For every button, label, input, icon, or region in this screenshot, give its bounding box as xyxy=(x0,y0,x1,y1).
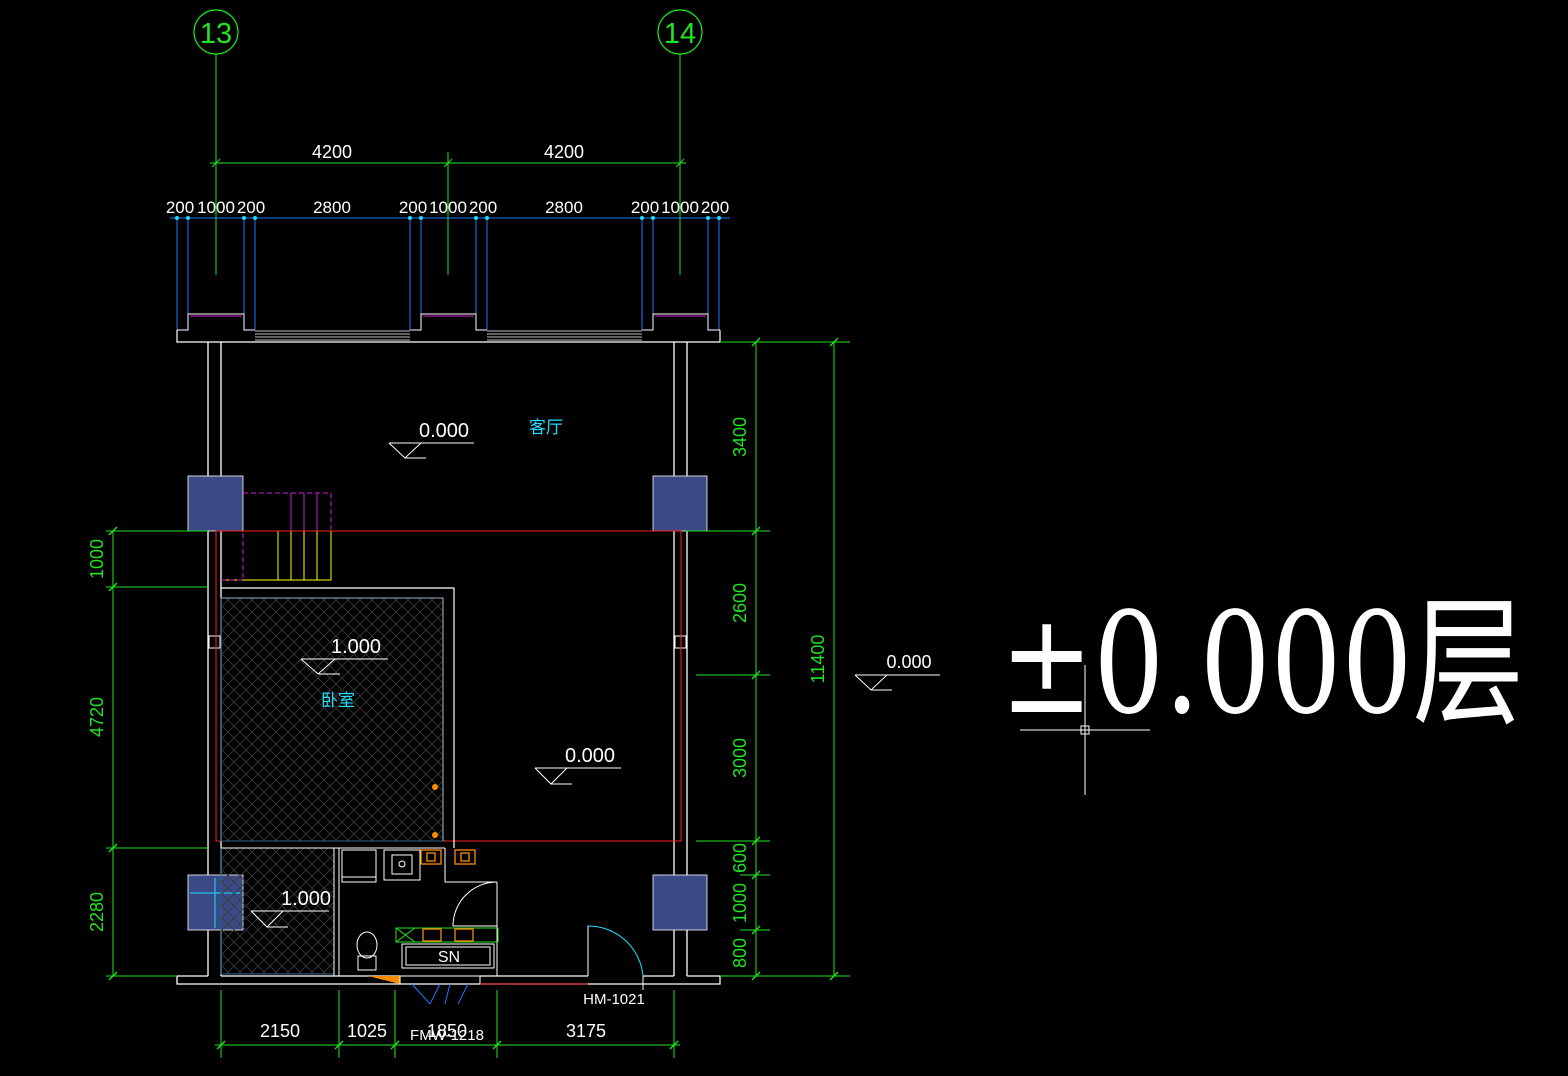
dim-detail-9: 200 xyxy=(631,198,659,217)
dim-bottom-2150: 2150 xyxy=(260,1021,300,1041)
bedroom-area xyxy=(220,587,455,848)
dim-bottom-1850: 1850 xyxy=(427,1021,467,1041)
room-label-bedroom: 卧室 xyxy=(321,691,355,711)
dim-detail-3: 200 xyxy=(237,198,265,217)
cad-cursor-icon[interactable] xyxy=(1020,665,1150,795)
dim-detail-4: 2800 xyxy=(313,198,351,217)
dim-top-4200-right: 4200 xyxy=(544,142,584,162)
dim-detail-8: 2800 xyxy=(545,198,583,217)
dim-left-2280: 2280 xyxy=(87,892,107,932)
column-top-left xyxy=(187,475,244,532)
dim-right-3400: 3400 xyxy=(730,417,750,457)
level-text-bedroom: 1.000 xyxy=(331,636,381,658)
dim-right-800: 800 xyxy=(730,938,750,968)
bathroom xyxy=(221,847,499,976)
room-label-living: 客厅 xyxy=(529,418,563,438)
level-text-bottom-left: 1.000 xyxy=(281,888,331,910)
axis-bubble-13: 13 xyxy=(193,9,239,275)
dim-detail-5: 200 xyxy=(399,198,427,217)
axis-label-14: 14 xyxy=(664,18,696,50)
upper-floor-outline xyxy=(215,530,682,842)
column-bottom-right xyxy=(652,874,708,931)
level-text-living: 0.000 xyxy=(419,420,469,442)
dim-detail-2: 1000 xyxy=(197,198,235,217)
dim-detail-7: 200 xyxy=(469,198,497,217)
entry-doors xyxy=(399,925,644,1005)
column-top-right xyxy=(652,475,708,532)
axis-bubble-14: 14 xyxy=(657,9,703,275)
dim-right-600: 600 xyxy=(730,843,750,873)
dim-left-1000: 1000 xyxy=(87,539,107,579)
front-balcony xyxy=(176,313,721,343)
dimension-bottom xyxy=(215,990,680,1058)
door-label-main: HM-1021 xyxy=(583,991,645,1008)
level-text-outside: 0.000 xyxy=(886,652,931,672)
dim-detail-1: 200 xyxy=(166,198,194,217)
door-label-fire: FMW-1218 xyxy=(410,1027,484,1044)
level-marker-center: 0.000 xyxy=(534,745,621,785)
dim-left-4720: 4720 xyxy=(87,697,107,737)
level-marker-bedroom: 1.000 xyxy=(300,636,388,675)
dim-detail-11: 200 xyxy=(701,198,729,217)
dimension-right xyxy=(686,337,850,981)
dimension-top-detail xyxy=(170,216,730,330)
dim-right-total: 11400 xyxy=(808,635,828,684)
axis-label-13: 13 xyxy=(200,18,232,50)
level-marker-outside: 0.000 xyxy=(854,652,940,691)
bathroom-fixtures xyxy=(420,849,476,942)
drawing-title: ±0.000层 xyxy=(1000,583,1524,746)
dim-detail-10: 1000 xyxy=(661,198,699,217)
stair xyxy=(221,492,332,581)
dim-bottom-1025: 1025 xyxy=(347,1021,387,1041)
dimension-left xyxy=(106,526,208,981)
room-label-wash: SN xyxy=(438,949,460,966)
floor-drain xyxy=(368,976,400,984)
dim-detail-6: 1000 xyxy=(429,198,467,217)
dim-right-2600: 2600 xyxy=(730,583,750,623)
level-marker-living: 0.000 xyxy=(388,420,474,459)
dim-right-1000: 1000 xyxy=(730,883,750,923)
level-marker-bottom-left: 1.000 xyxy=(250,888,331,928)
dim-top-4200-left: 4200 xyxy=(312,142,352,162)
dim-bottom-3175: 3175 xyxy=(566,1021,606,1041)
dim-right-3000: 3000 xyxy=(730,738,750,778)
level-text-center: 0.000 xyxy=(565,745,615,767)
dimension-top-overall xyxy=(210,158,686,168)
